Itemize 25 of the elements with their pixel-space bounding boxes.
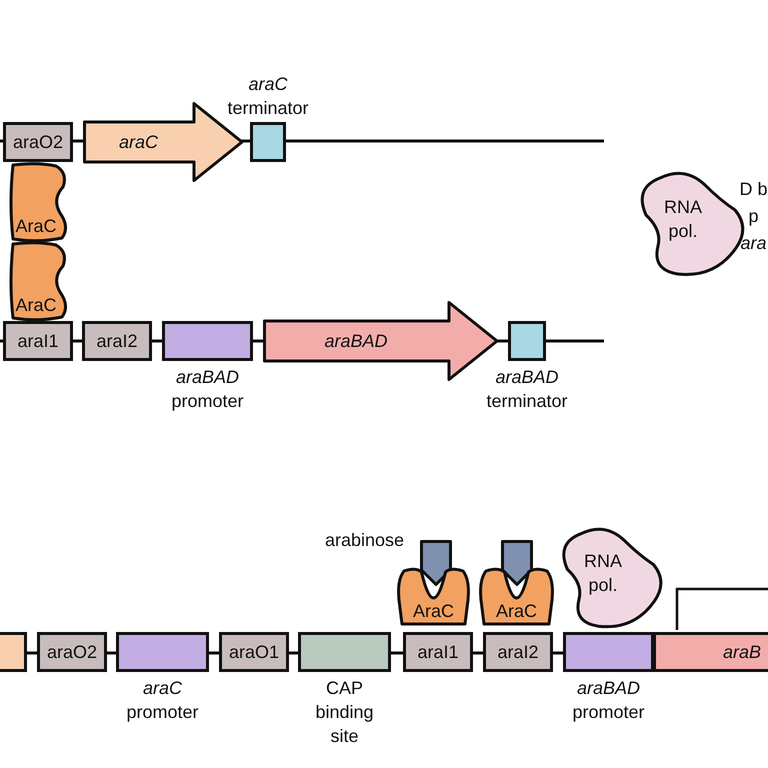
protein-label: AraC	[14, 294, 58, 317]
operator-box: araI1	[3, 321, 73, 361]
gene-label: araC	[118, 131, 159, 154]
protein-label: AraC	[14, 215, 58, 238]
region-label: araC terminator	[226, 73, 310, 120]
operator-box: araI1	[403, 632, 473, 672]
region-label: araBAD promoter	[170, 366, 245, 413]
operator-box: araI2	[82, 321, 152, 361]
gene-label: araB	[723, 641, 762, 664]
gene-label: araBAD	[323, 330, 389, 353]
operator-box: araO2	[37, 632, 107, 672]
cut-off-label: D b p ara	[739, 178, 768, 255]
protein-label: AraC	[412, 600, 455, 623]
operator-box: araI2	[483, 632, 553, 672]
protein-label: RNA pol.	[662, 196, 703, 243]
operator-box: araO1	[219, 632, 289, 672]
protein-label: AraC	[494, 600, 538, 623]
region-label: araBAD promoter	[571, 677, 646, 724]
operator-box: araO2	[3, 122, 73, 162]
region-label: araC promoter	[125, 677, 200, 724]
gene-box	[0, 632, 27, 672]
protein-label: RNA pol.	[582, 550, 623, 597]
molecule-label: arabinose	[324, 529, 404, 552]
region-label: CAP binding site	[314, 677, 375, 748]
region-label: araBAD terminator	[485, 366, 569, 413]
